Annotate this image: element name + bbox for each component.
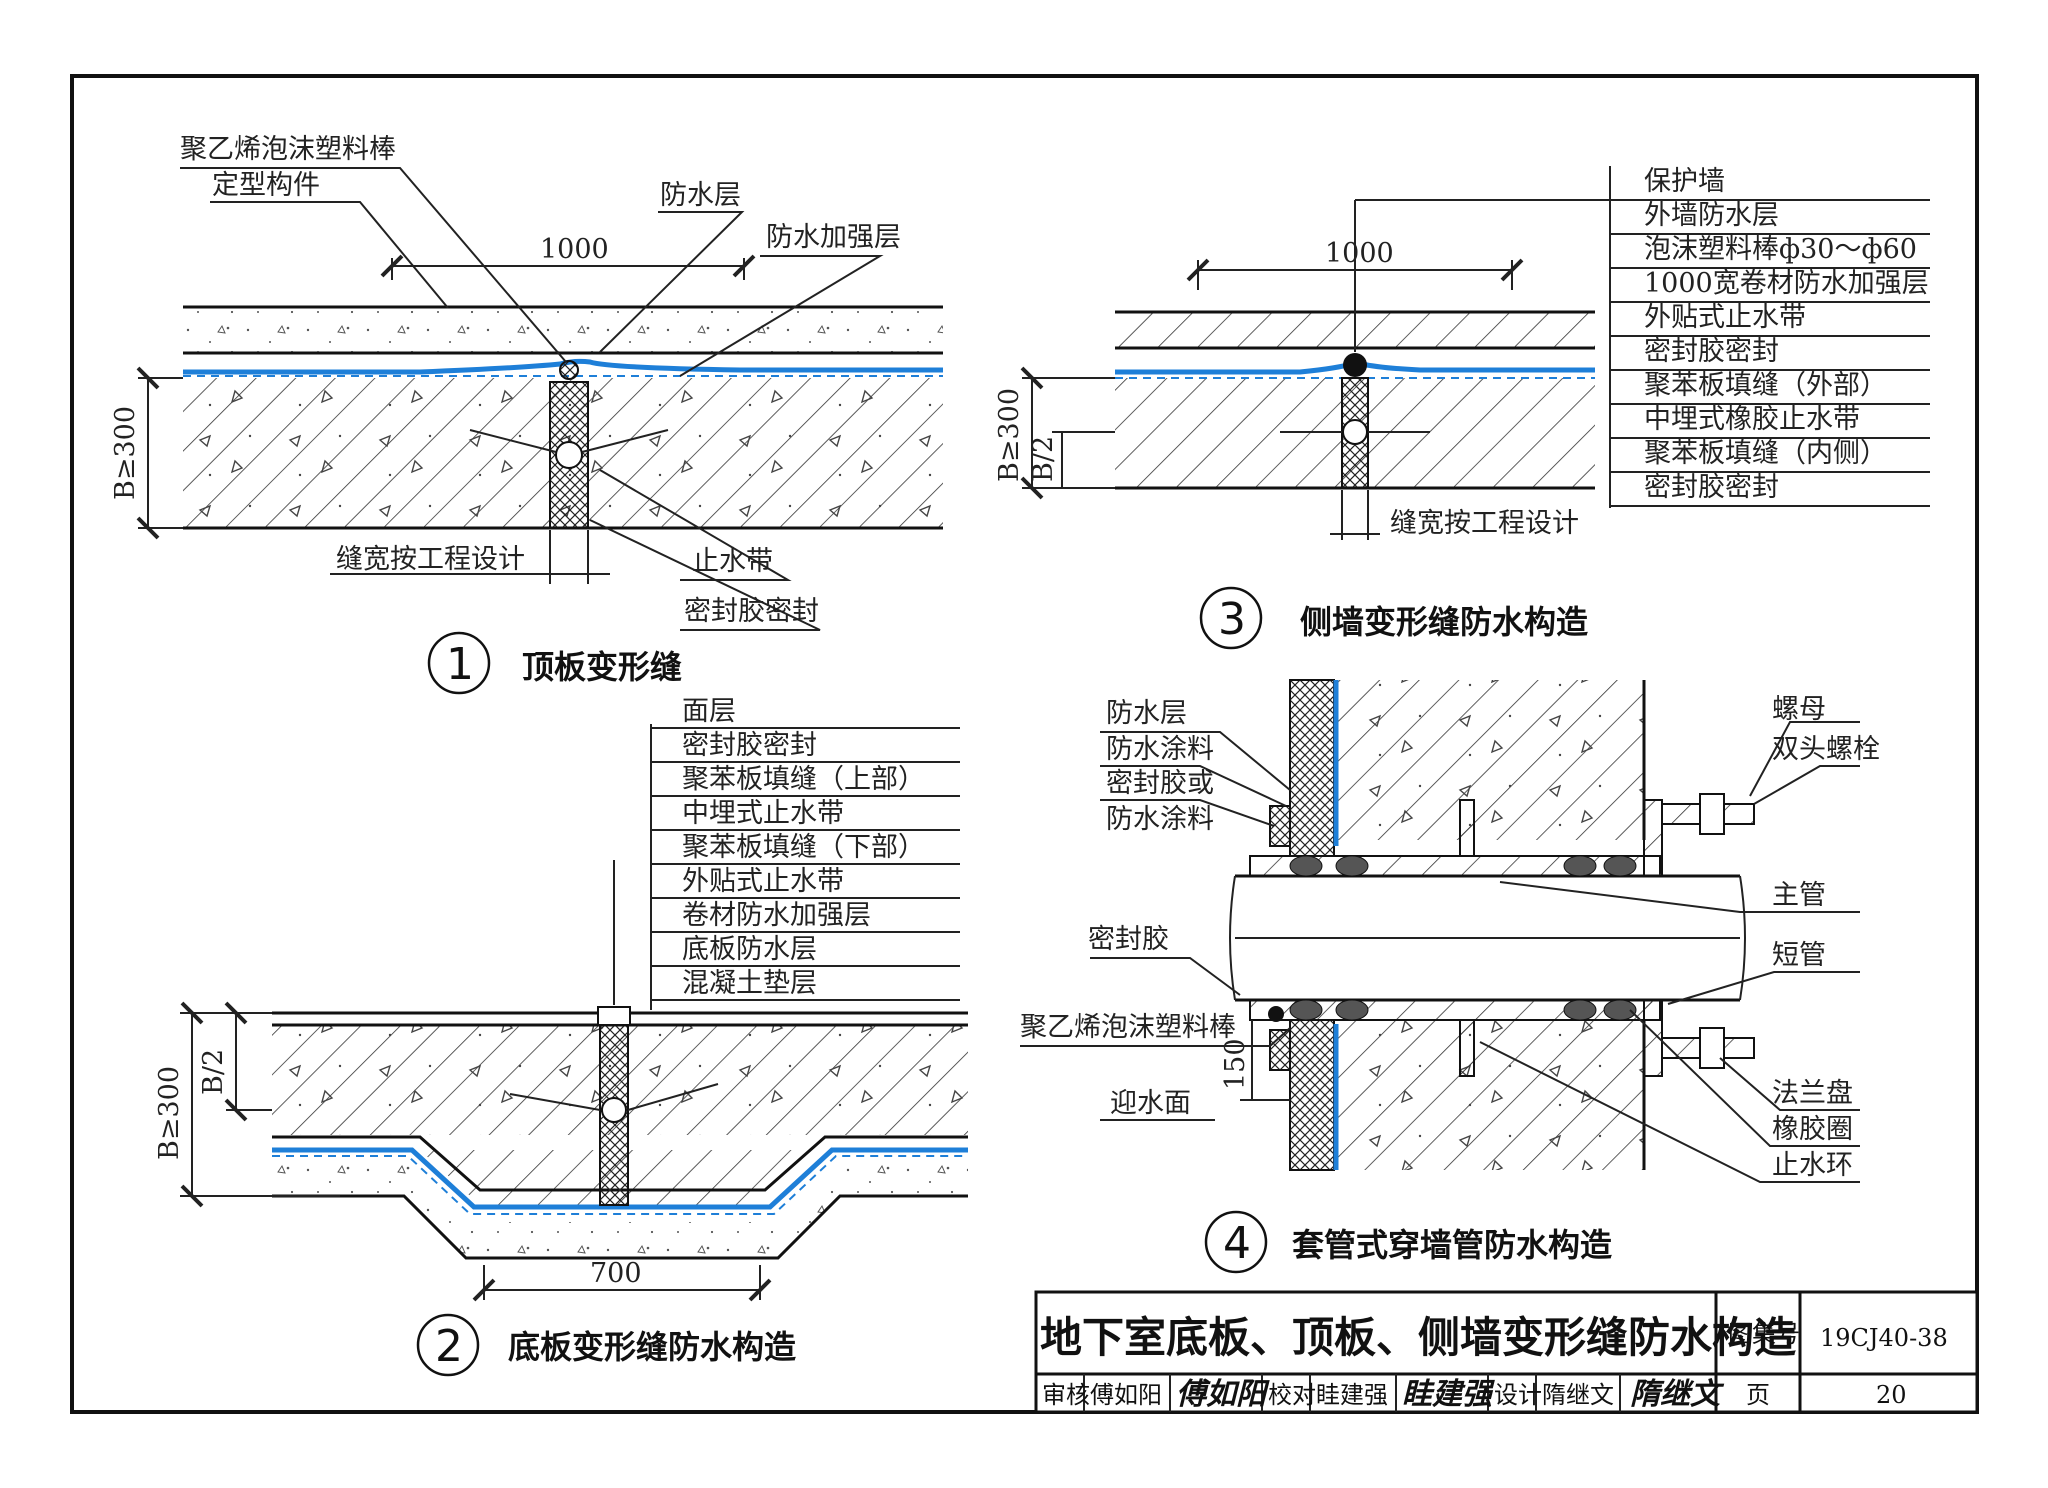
d3-layer: 密封胶密封 — [1644, 472, 1779, 503]
d2-layer-list: 面层 密封胶密封 聚苯板填缝（上部） 中埋式止水带 聚苯板填缝（下部） 外贴式止… — [682, 696, 925, 999]
d4-flange-label: 法兰盘 — [1772, 1078, 1853, 1109]
d2-layer: 面层 — [682, 696, 736, 727]
d3-layer: 外贴式止水带 — [1644, 302, 1806, 333]
designer-label: 设计 — [1494, 1381, 1542, 1409]
d2-layer: 密封胶密封 — [682, 730, 817, 761]
d3-layer: 保护墙 — [1644, 166, 1725, 197]
d3-dim-b300: B≥300 — [994, 388, 1025, 482]
d3-joint-width-label: 缝宽按工程设计 — [1390, 508, 1579, 539]
d2-layer: 聚苯板填缝（上部） — [682, 764, 925, 795]
d3-callout-circle — [1199, 586, 1263, 650]
d4-water-face-label: 迎水面 — [1110, 1088, 1191, 1119]
d1-reinforce-label: 防水加强层 — [766, 222, 901, 253]
d4-coating2-label: 防水涂料 — [1106, 804, 1214, 835]
d4-water-ring-label: 止水环 — [1772, 1150, 1853, 1181]
designer-signature: 隋继文 — [1630, 1377, 1725, 1412]
d4-rubber-ring-label: 橡胶圈 — [1772, 1114, 1853, 1145]
d3-layer: 密封胶密封 — [1644, 336, 1779, 367]
d1-foam-rod-label: 聚乙烯泡沫塑料棒 — [180, 134, 396, 165]
d1-sealant-label: 密封胶密封 — [684, 596, 819, 627]
reviewer-signature: 傅如阳 — [1176, 1377, 1270, 1412]
d4-dim-150: 150 — [1220, 1038, 1251, 1090]
d4-callout-circle — [1204, 1210, 1268, 1274]
d3-title: 侧墙变形缝防水构造 — [1300, 603, 1588, 641]
d1-formed-part-label: 定型构件 — [212, 170, 320, 201]
foam-rod — [559, 360, 579, 380]
d4-title: 套管式穿墙管防水构造 — [1292, 1226, 1612, 1264]
detail-3-drawing — [1020, 166, 1611, 540]
page-number: 20 — [1876, 1381, 1907, 1409]
atlas-number: 19CJ40-38 — [1820, 1324, 1948, 1352]
d2-layer: 混凝土垫层 — [682, 968, 817, 999]
d4-sealant-label: 密封胶 — [1088, 924, 1169, 955]
sheet-title: 地下室底板、顶板、侧墙变形缝防水构造 — [1040, 1313, 1796, 1362]
d1-joint-width-label: 缝宽按工程设计 — [336, 544, 525, 575]
d2-layer: 外贴式止水带 — [682, 866, 844, 897]
d4-nut-label: 螺母 — [1772, 694, 1826, 725]
d4-sealant-or-label: 密封胶或 — [1106, 768, 1214, 799]
d3-layer: 中埋式橡胶止水带 — [1644, 404, 1860, 435]
waterstop-bulb — [555, 441, 583, 469]
d2-dim-700: 700 — [590, 1258, 642, 1289]
d2-dim-b-half: B/2 — [198, 1049, 229, 1095]
checker-signature: 眭建强 — [1402, 1377, 1495, 1412]
d3-layer: 聚苯板填缝（外部） — [1644, 370, 1887, 401]
d2-callout-number: 2 — [435, 1321, 463, 1372]
d4-main-pipe-label: 主管 — [1772, 880, 1826, 911]
d2-layer: 聚苯板填缝（下部） — [682, 832, 925, 863]
d4-coating-label: 防水涂料 — [1106, 734, 1214, 765]
d2-dim-b300: B≥300 — [154, 1066, 185, 1160]
d3-dim-b-half: B/2 — [1028, 436, 1059, 482]
title-block — [1034, 1290, 1979, 1414]
detail-1-drawing — [136, 167, 943, 631]
d3-layer-list: 保护墙 外墙防水层 泡沫塑料棒ф30～ф60 1000宽卷材防水加强层 外贴式止… — [1644, 166, 1929, 503]
page-label: 页 — [1746, 1381, 1770, 1409]
d3-callout-number: 3 — [1218, 594, 1246, 645]
d2-layer-rules — [651, 727, 960, 1001]
d4-callout-number: 4 — [1223, 1218, 1251, 1269]
d3-layer: 泡沫塑料棒ф30～ф60 — [1644, 234, 1917, 265]
d1-dim-b300: B≥300 — [110, 406, 141, 500]
d1-waterstop-label: 止水带 — [692, 546, 773, 577]
d4-waterproof-layer-label: 防水层 — [1106, 698, 1187, 729]
d2-layer: 中埋式止水带 — [682, 798, 844, 829]
d3-layer: 外墙防水层 — [1644, 200, 1779, 231]
d2-layer: 卷材防水加强层 — [682, 900, 871, 931]
reviewer-label: 审核 — [1042, 1381, 1090, 1409]
detail-4-drawing — [1020, 679, 1860, 1183]
d1-callout-number: 1 — [446, 639, 474, 690]
d3-layer-rules — [1610, 199, 1930, 507]
d1-waterproof-layer-label: 防水层 — [660, 180, 741, 211]
reviewer-name: 傅如阳 — [1090, 1381, 1162, 1409]
d2-layer: 底板防水层 — [682, 934, 817, 965]
d1-dim-1000: 1000 — [540, 234, 609, 265]
checker-label: 校对 — [1268, 1381, 1316, 1409]
d1-callout-circle — [427, 631, 491, 695]
d2-title: 底板变形缝防水构造 — [508, 1328, 796, 1366]
checker-name: 眭建强 — [1316, 1381, 1388, 1409]
d2-callout-circle — [416, 1313, 480, 1377]
d1-title: 顶板变形缝 — [522, 648, 682, 686]
detail-2-drawing — [180, 724, 968, 1302]
d3-dim-1000: 1000 — [1325, 238, 1394, 269]
designer-name: 隋继文 — [1542, 1381, 1614, 1409]
d3-layer: 聚苯板填缝（内侧） — [1644, 438, 1887, 469]
atlas-label: 图集号 — [1728, 1320, 1800, 1348]
d4-short-pipe-label: 短管 — [1772, 940, 1826, 971]
d3-layer: 1000宽卷材防水加强层 — [1644, 268, 1929, 299]
sheet-border — [70, 74, 1979, 1414]
d4-foam-rod-label: 聚乙烯泡沫塑料棒 — [1020, 1012, 1236, 1043]
d4-stud-bolt-label: 双头螺栓 — [1772, 734, 1880, 765]
